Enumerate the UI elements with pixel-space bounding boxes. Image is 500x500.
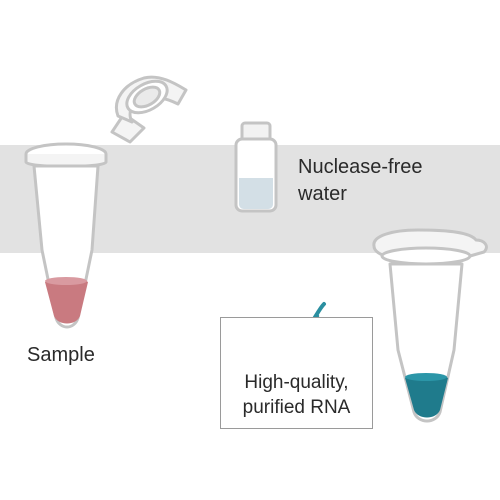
rna-label: High-quality, purified RNA: [221, 370, 372, 420]
water-label-line2: water: [298, 183, 347, 205]
rna-label-line1: High-quality,: [244, 372, 349, 393]
water-label-line1: Nuclease-free: [298, 156, 423, 178]
rna-tube-icon: [372, 228, 488, 423]
rna-label-line2: purified RNA: [242, 397, 351, 418]
water-label: Nuclease-free water: [298, 154, 423, 208]
sample-tube-icon: [24, 75, 188, 329]
sample-label: Sample: [27, 344, 95, 366]
water-vial-icon: [234, 121, 278, 213]
rna-callout-box: High-quality, purified RNA: [220, 317, 373, 429]
